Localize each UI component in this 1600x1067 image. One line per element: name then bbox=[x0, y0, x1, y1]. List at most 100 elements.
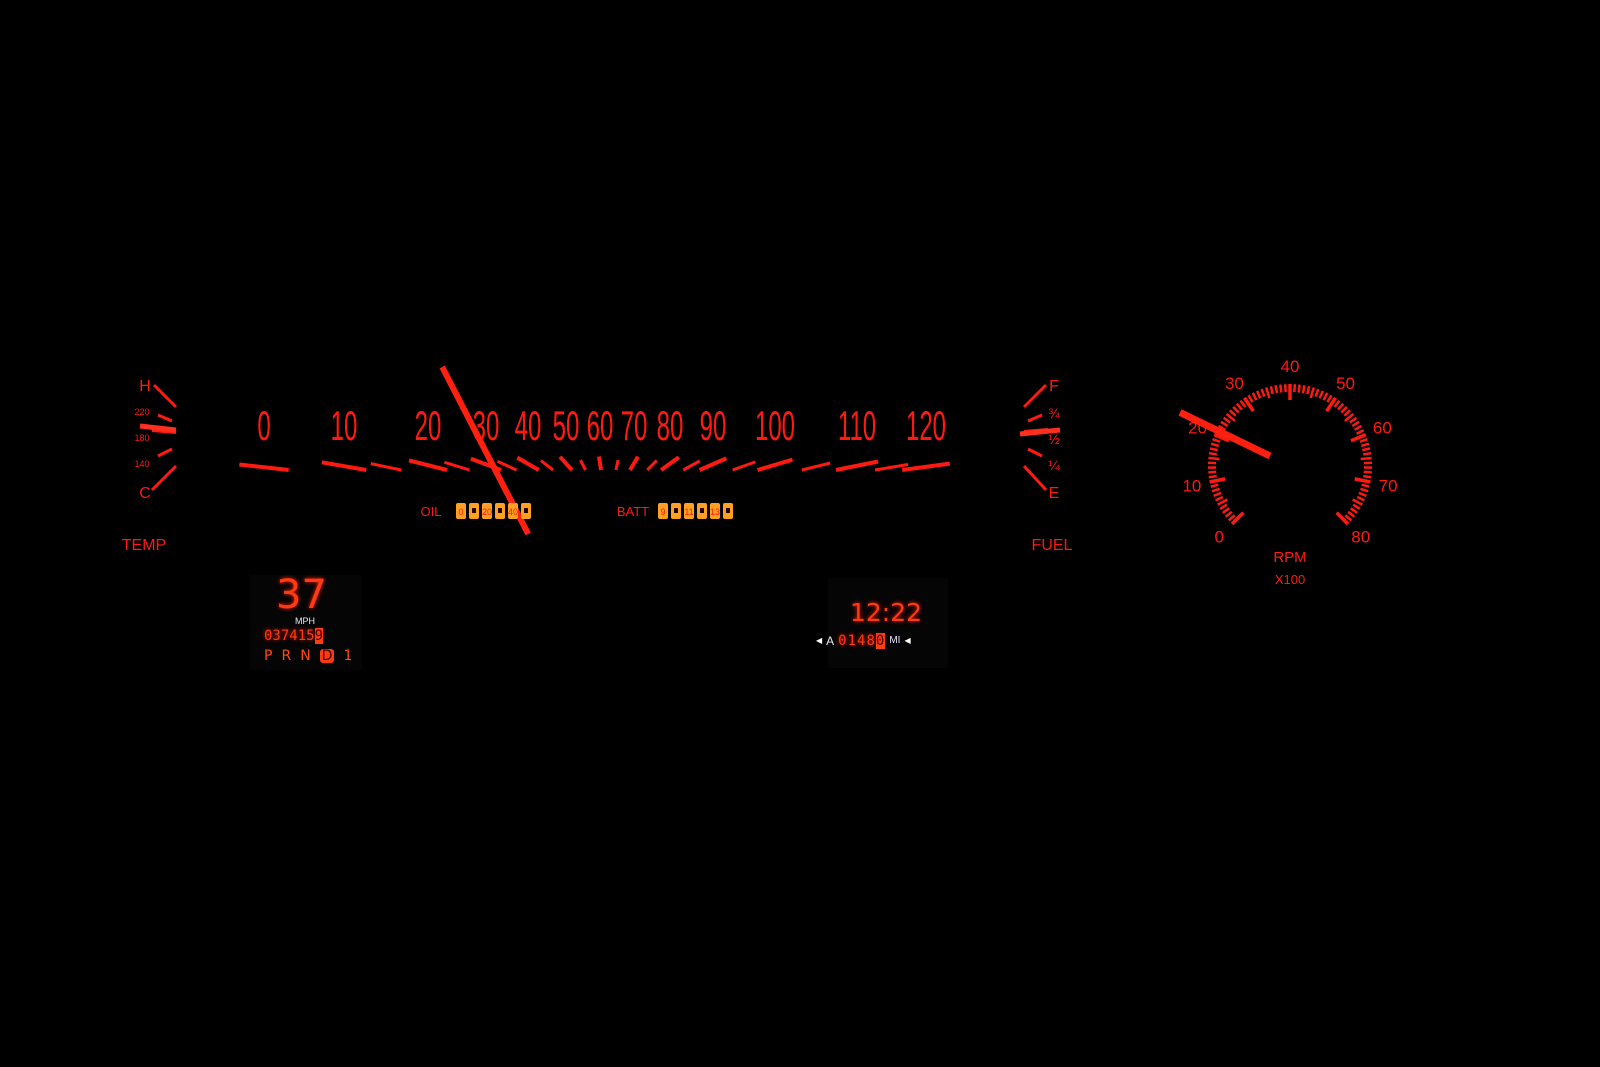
tach-tick-label-30: 30 bbox=[1225, 374, 1244, 393]
tach-tick bbox=[1209, 477, 1226, 484]
speed-tick bbox=[516, 455, 540, 472]
speed-tick bbox=[239, 462, 289, 472]
trip-last-digit: 0 bbox=[875, 633, 886, 649]
tach-tick bbox=[1208, 451, 1218, 456]
tach-tick bbox=[1210, 483, 1219, 488]
tach-rpm-label: RPM bbox=[1273, 549, 1306, 566]
tach-tick-label-80: 80 bbox=[1351, 528, 1370, 547]
batt-indicator-dot bbox=[700, 508, 704, 513]
tach-tick bbox=[1260, 388, 1266, 398]
trip-next-arrow-icon[interactable]: ◀ bbox=[904, 636, 911, 645]
tach-tick bbox=[1230, 511, 1245, 526]
temp-tick bbox=[157, 413, 173, 423]
tach-tick bbox=[1239, 399, 1247, 408]
tach-tick bbox=[1297, 384, 1301, 393]
tach-tick bbox=[1356, 429, 1365, 435]
speed-tick bbox=[558, 455, 574, 472]
speed-tick bbox=[732, 460, 756, 472]
speed-tick-label-50: 50 bbox=[553, 403, 580, 450]
tach-tick bbox=[1220, 420, 1229, 428]
tach-tick bbox=[1337, 402, 1345, 411]
speed-tick-label-0: 0 bbox=[257, 403, 270, 450]
batt-indicator-dot bbox=[674, 508, 678, 513]
odometer: 0374159 bbox=[264, 628, 324, 644]
tach-tick bbox=[1242, 396, 1255, 413]
fuel-label: FUEL bbox=[1032, 537, 1073, 554]
speed-tick bbox=[756, 457, 794, 472]
speed-tick-label-group-10: 10 bbox=[331, 403, 358, 450]
speed-tick bbox=[539, 459, 555, 472]
fuel-mark-3: ¼ bbox=[1048, 457, 1060, 473]
oil-indicator-label: 0 bbox=[458, 507, 463, 517]
speed-tick bbox=[646, 459, 658, 472]
temp-label: TEMP bbox=[122, 537, 166, 554]
speed-tick-label-100: 100 bbox=[755, 403, 795, 450]
tach-tick bbox=[1358, 491, 1367, 498]
speed-tick-label-group-90: 90 bbox=[700, 403, 727, 450]
tach-tick bbox=[1210, 442, 1220, 448]
tach-tick bbox=[1217, 424, 1227, 431]
tach-tick bbox=[1213, 491, 1222, 498]
gear-P: P bbox=[264, 648, 273, 664]
fuel-needle bbox=[1019, 427, 1061, 437]
oil-label: OIL bbox=[421, 504, 442, 519]
speed-tick-label-110: 110 bbox=[838, 403, 876, 450]
mph-label: MPH bbox=[295, 616, 315, 626]
tach-tick bbox=[1356, 495, 1365, 502]
tach-tick bbox=[1235, 402, 1243, 411]
speed-tick-label-group-30: 30 bbox=[473, 403, 500, 450]
speed-tick bbox=[496, 459, 518, 472]
tach-tick bbox=[1212, 437, 1221, 443]
oil-indicator bbox=[508, 503, 518, 519]
tach-x100-label: X100 bbox=[1275, 572, 1305, 587]
gear-D: D bbox=[319, 648, 335, 664]
speed-tick bbox=[408, 458, 448, 472]
tach-tick bbox=[1318, 390, 1325, 399]
speed-tick-label-30: 30 bbox=[473, 403, 500, 450]
speed-tick-label-70: 70 bbox=[621, 403, 648, 450]
tach-tick bbox=[1314, 388, 1320, 398]
fuel-mark-2: ½ bbox=[1048, 431, 1060, 447]
tach-tick bbox=[1208, 474, 1217, 479]
tach-tick bbox=[1301, 385, 1306, 394]
speed-tick bbox=[835, 459, 879, 472]
tach-tick bbox=[1352, 498, 1363, 506]
batt-indicator-dot bbox=[726, 508, 730, 513]
gear-1: 1 bbox=[343, 648, 353, 664]
tach-tick bbox=[1224, 510, 1233, 518]
speed-tick bbox=[579, 459, 587, 471]
tach-tick bbox=[1349, 507, 1358, 514]
oil-indicator-label: 40 bbox=[508, 507, 518, 517]
tach-tick bbox=[1222, 507, 1231, 514]
speed-tick-label-group-20: 20 bbox=[415, 403, 442, 450]
oil-indicator bbox=[482, 503, 492, 519]
tach-tick bbox=[1353, 424, 1363, 431]
speed-tick-label-group-60: 60 bbox=[587, 403, 614, 450]
tach-tick bbox=[1359, 437, 1368, 443]
tach-tick-label-50: 50 bbox=[1336, 374, 1355, 393]
tach-tick-label-70: 70 bbox=[1379, 477, 1398, 496]
batt-indicator bbox=[710, 503, 720, 519]
digital-speed: 37 bbox=[276, 572, 327, 618]
speed-tick-label-group-80: 80 bbox=[657, 403, 684, 450]
temp-mark-180: 180 bbox=[134, 433, 149, 443]
trip-prev-arrow-icon[interactable]: ◀ bbox=[816, 636, 823, 645]
temp-mark-H: H bbox=[139, 378, 151, 395]
speed-tick-label-10: 10 bbox=[331, 403, 358, 450]
oil-indicator bbox=[456, 503, 466, 519]
tach-tick bbox=[1217, 498, 1228, 506]
speed-tick bbox=[682, 459, 701, 472]
temp-tick bbox=[157, 447, 173, 458]
oil-indicator-dot bbox=[498, 508, 502, 513]
fuel-mark-4: E bbox=[1049, 485, 1060, 502]
speed-tick-label-group-70: 70 bbox=[621, 403, 648, 450]
tach-tick bbox=[1269, 385, 1274, 395]
fuel-tick bbox=[1027, 447, 1043, 458]
tach-tick bbox=[1265, 387, 1271, 399]
